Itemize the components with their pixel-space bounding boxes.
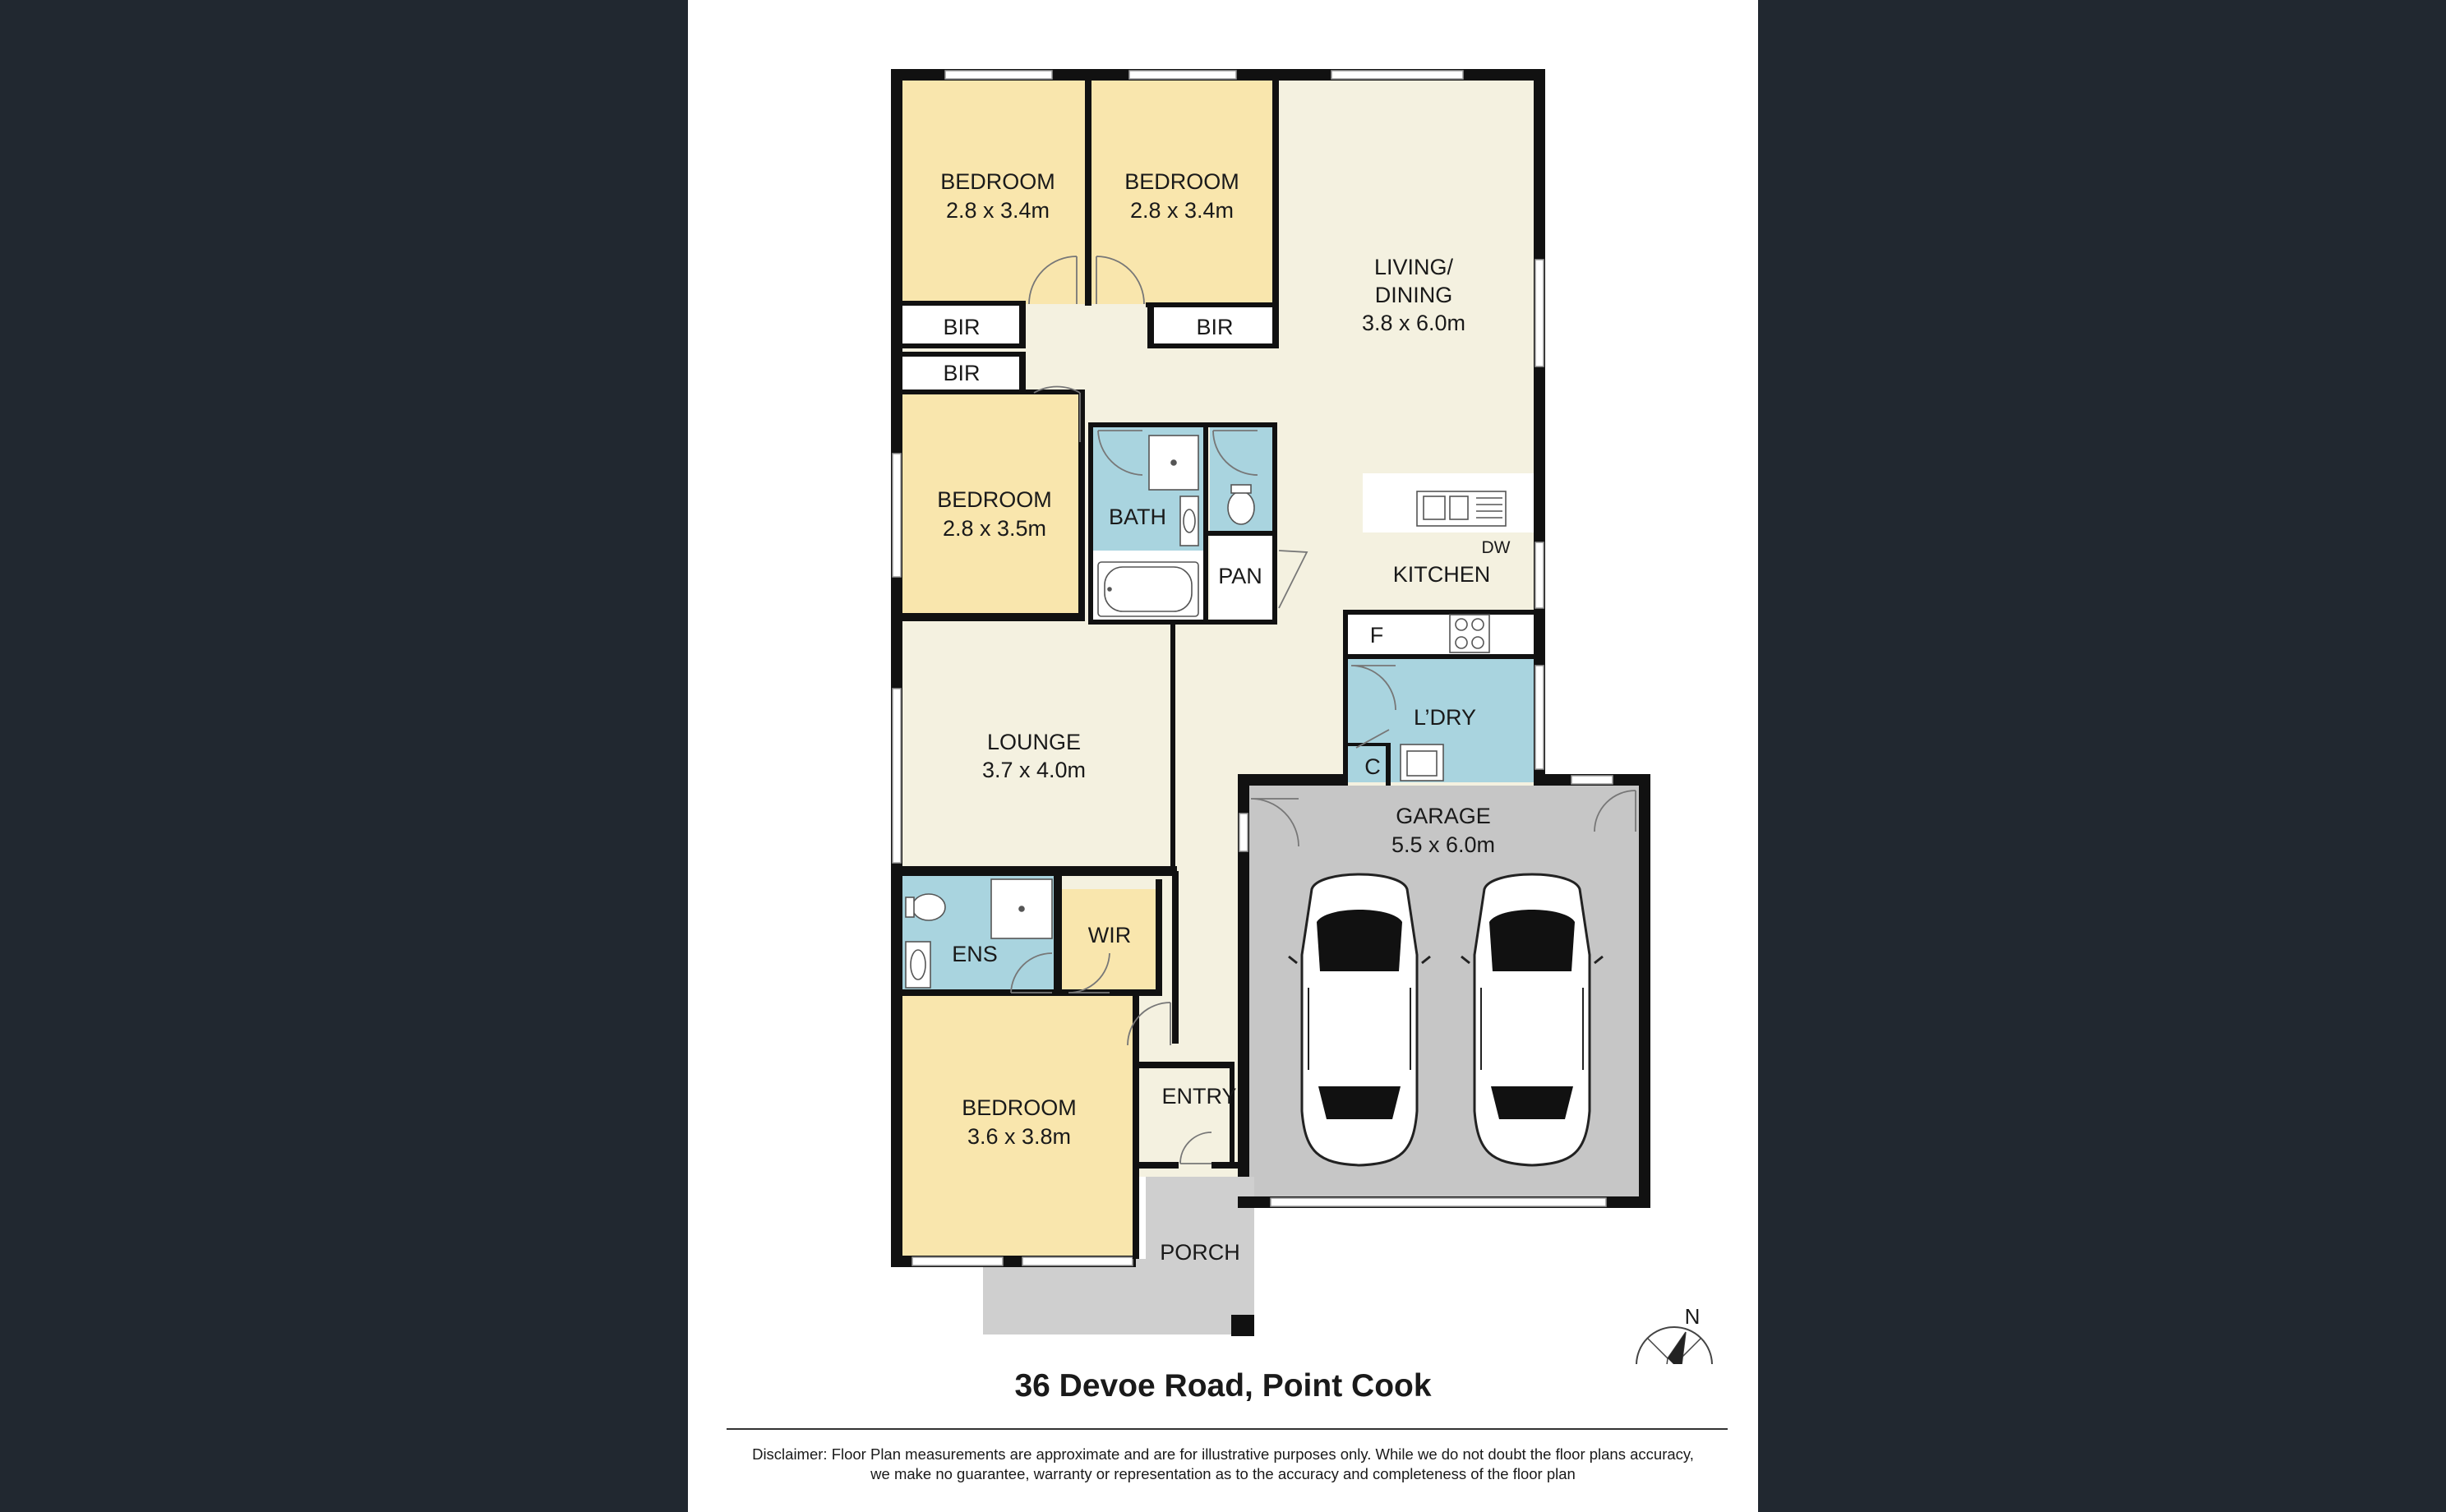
toilet-ens bbox=[911, 893, 946, 921]
bedroom2-name: BEDROOM bbox=[1124, 169, 1239, 194]
wir-label: WIR bbox=[1088, 923, 1131, 947]
bedroom3-fill bbox=[902, 393, 1083, 616]
porch-fill bbox=[1146, 1177, 1254, 1262]
bedroom3-name: BEDROOM bbox=[937, 487, 1052, 512]
bir2-fill bbox=[1154, 306, 1277, 347]
floor-plan-geometry: BEDROOM 2.8 x 3.4m BEDROOM 2.8 x 3.4m BI… bbox=[891, 69, 1713, 1364]
porch-step-fill bbox=[983, 1259, 1254, 1335]
lounge-size: 3.7 x 4.0m bbox=[982, 758, 1086, 782]
living-size: 3.8 x 6.0m bbox=[1362, 311, 1465, 335]
disclaimer-line-2: we make no guarantee, warranty or repres… bbox=[870, 1465, 1576, 1482]
disclaimer: Disclaimer: Floor Plan measurements are … bbox=[721, 1445, 1725, 1484]
compass-north-label: N bbox=[1685, 1304, 1701, 1329]
garage-size: 5.5 x 6.0m bbox=[1391, 832, 1495, 857]
internal-walls bbox=[898, 76, 1539, 1259]
bir1-fill bbox=[902, 306, 1021, 345]
cooktop bbox=[1449, 614, 1490, 653]
divider bbox=[727, 1428, 1728, 1430]
entry-label: ENTRY bbox=[1161, 1084, 1236, 1109]
windows bbox=[892, 70, 1613, 1266]
property-address: 36 Devoe Road, Point Cook bbox=[1014, 1368, 1432, 1404]
pan-label: PAN bbox=[1218, 564, 1262, 588]
entry-fill bbox=[1138, 1068, 1230, 1164]
bedroom2-size: 2.8 x 3.4m bbox=[1130, 198, 1234, 223]
bedroom4-name: BEDROOM bbox=[962, 1095, 1077, 1120]
door-swings bbox=[1010, 256, 1636, 1164]
bir2-label: BIR bbox=[1196, 315, 1233, 339]
pan-fill bbox=[1210, 536, 1274, 621]
car-left bbox=[1288, 873, 1431, 1167]
fridge-label: F bbox=[1370, 623, 1384, 648]
floor-plan-sheet: BEDROOM 2.8 x 3.4m BEDROOM 2.8 x 3.4m BI… bbox=[688, 0, 1758, 1512]
bedroom4-fill bbox=[902, 996, 1133, 1257]
living-name-2: DINING bbox=[1375, 283, 1453, 307]
bir3-label: BIR bbox=[943, 361, 980, 385]
wir-fill bbox=[1062, 889, 1156, 989]
bir1-label: BIR bbox=[943, 315, 980, 339]
disclaimer-line-1: Disclaimer: Floor Plan measurements are … bbox=[752, 1445, 1694, 1463]
car-right bbox=[1461, 873, 1604, 1167]
lounge-name: LOUNGE bbox=[987, 730, 1081, 754]
fridge-fill bbox=[1348, 613, 1407, 654]
compass-ring bbox=[1636, 1326, 1713, 1364]
bedroom1-name: BEDROOM bbox=[940, 169, 1055, 194]
bedroom1-fill bbox=[902, 81, 1088, 304]
bedroom1-size: 2.8 x 3.4m bbox=[946, 198, 1050, 223]
bath-label: BATH bbox=[1109, 505, 1166, 529]
living-name-1: LIVING/ bbox=[1374, 255, 1454, 279]
toilet-main bbox=[1227, 491, 1255, 525]
laundry-label: L’DRY bbox=[1414, 705, 1476, 730]
porch-label: PORCH bbox=[1160, 1240, 1240, 1265]
fixtures bbox=[905, 435, 1507, 989]
bedroom2-fill bbox=[1091, 81, 1277, 304]
bedroom3-size: 2.8 x 3.5m bbox=[943, 516, 1046, 541]
bedroom4-size: 3.6 x 3.8m bbox=[967, 1124, 1071, 1149]
dw-label: DW bbox=[1482, 538, 1511, 557]
garage-name: GARAGE bbox=[1396, 804, 1491, 828]
cupboard-label: C bbox=[1364, 754, 1381, 779]
kitchen-label: KITCHEN bbox=[1393, 562, 1491, 587]
bir3-fill bbox=[902, 355, 1021, 391]
ens-label: ENS bbox=[952, 942, 998, 966]
room-labels: BEDROOM 2.8 x 3.4m BEDROOM 2.8 x 3.4m BI… bbox=[937, 169, 1510, 1265]
compass: N bbox=[1636, 1304, 1713, 1364]
